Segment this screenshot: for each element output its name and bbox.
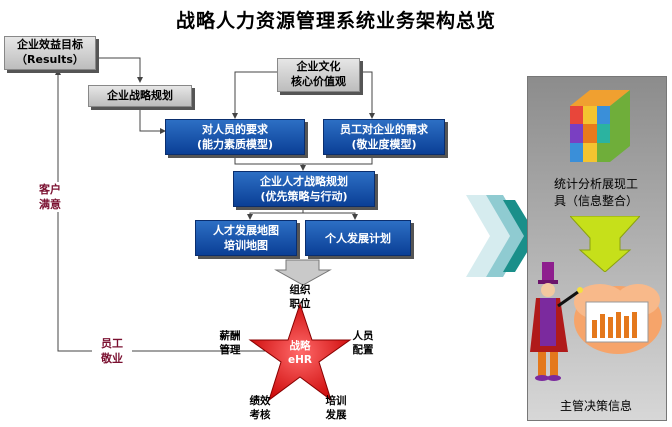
training-map-label: 培训地图 [224,239,268,252]
satisfaction-text: 满意 [39,198,61,211]
development-text: 发展 [325,409,347,421]
requirement-label: 对人员的要求 [202,123,268,136]
performance-text: 绩效 [249,395,271,407]
goal-label: 企业效益目标 [17,38,83,51]
position-text: 职位 [289,298,311,310]
funnel-arrow-icon [570,216,640,272]
pay-text: 薪酬 [219,330,241,342]
decision-info-label: 主管决策信息 [559,399,632,413]
culture-box: 企业文化 核心价值观 [277,58,360,92]
ehr-star [248,302,352,402]
strategy-plan-label: 企业战略规划 [107,89,173,102]
performance-label: 绩效 考核 [240,394,280,422]
development-map-box: 人才发展地图 培训地图 [195,220,297,256]
appraisal-text: 考核 [249,409,271,421]
magician-chart-icon [530,262,662,381]
training-label: 培训 发展 [316,394,356,422]
data-cube-icon [570,90,630,162]
staff-text: 人员 [352,330,374,342]
employee-needs-box: 员工对企业的需求 (敬业度模型) [323,119,445,155]
talent-strategy-box: 企业人才战略规划 (优先策略与行动) [233,171,375,207]
customer-satisfaction-label: 客户 满意 [30,182,70,212]
talent-strategy-label: 企业人才战略规划 [260,175,348,188]
pay-mgmt-text: 管理 [219,344,241,356]
goal-results-label: （Results） [16,53,84,66]
goal-box: 企业效益目标 （Results） [4,36,96,70]
staffing-text: 配置 [352,344,374,356]
analysis-tools-label: 统计分析展现工 具（信息整合） [530,176,662,210]
customer-text: 客户 [39,183,61,196]
employee-needs-label: 员工对企业的需求 [340,123,428,136]
engagement-text: 敬业 [101,352,123,365]
engagement-model-label: (敬业度模型) [351,138,417,151]
training-text: 培训 [325,395,347,407]
org-position-label: 组织 职位 [280,283,320,311]
development-map-label: 人才发展地图 [213,224,279,237]
star-center-label: 战略 eHR [270,339,330,367]
employee-engagement-label: 员工 敬业 [92,336,132,366]
personal-plan-label: 个人发展计划 [325,231,391,245]
compensation-label: 薪酬 管理 [210,329,250,357]
requirement-box: 对人员的要求 (能力素质模型) [165,119,305,155]
strategy-plan-box: 企业战略规划 [88,85,192,107]
staffing-label: 人员 配置 [343,329,383,357]
priority-actions-label: (优先策略与行动) [260,190,348,203]
personal-plan-box: 个人发展计划 [305,220,411,256]
core-values-label: 核心价值观 [291,75,346,88]
org-text: 组织 [289,284,311,296]
star-strategy-text: 战略 [289,340,311,352]
star-ehr-text: eHR [288,354,312,366]
employee-text: 员工 [101,337,123,350]
analysis-tools-line1: 统计分析展现工 [553,177,638,191]
analysis-tools-line2: 具（信息整合） [553,194,638,208]
page-title: 战略人力资源管理系统业务架构总览 [175,10,496,32]
culture-label: 企业文化 [296,60,341,73]
competency-model-label: (能力素质模型) [196,138,274,151]
